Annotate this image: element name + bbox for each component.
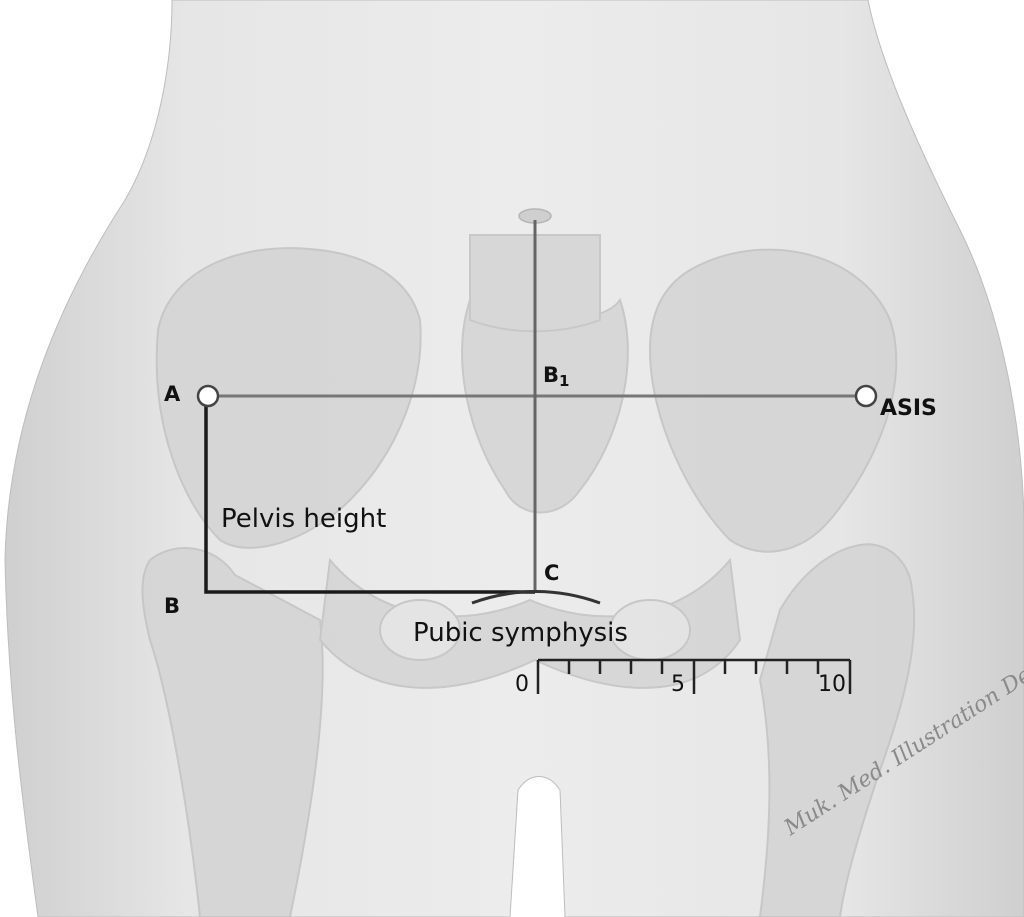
asis-marker-right [856,386,876,406]
scale-label-0: 0 [515,674,529,696]
point-b1-subscript: 1 [559,372,569,390]
asis-label: ASIS [880,398,937,420]
point-a-label: A [164,384,180,405]
point-b1-label: B1 [543,365,569,386]
scale-label-5: 5 [671,674,685,696]
point-b1-letter: B [543,363,559,387]
point-b-label: B [164,596,180,617]
scale-label-10: 10 [818,674,846,696]
pubic-symphysis-label: Pubic symphysis [413,620,628,646]
asis-marker-left [198,386,218,406]
pelvis-height-label: Pelvis height [221,506,386,532]
point-c-label: C [544,563,559,584]
